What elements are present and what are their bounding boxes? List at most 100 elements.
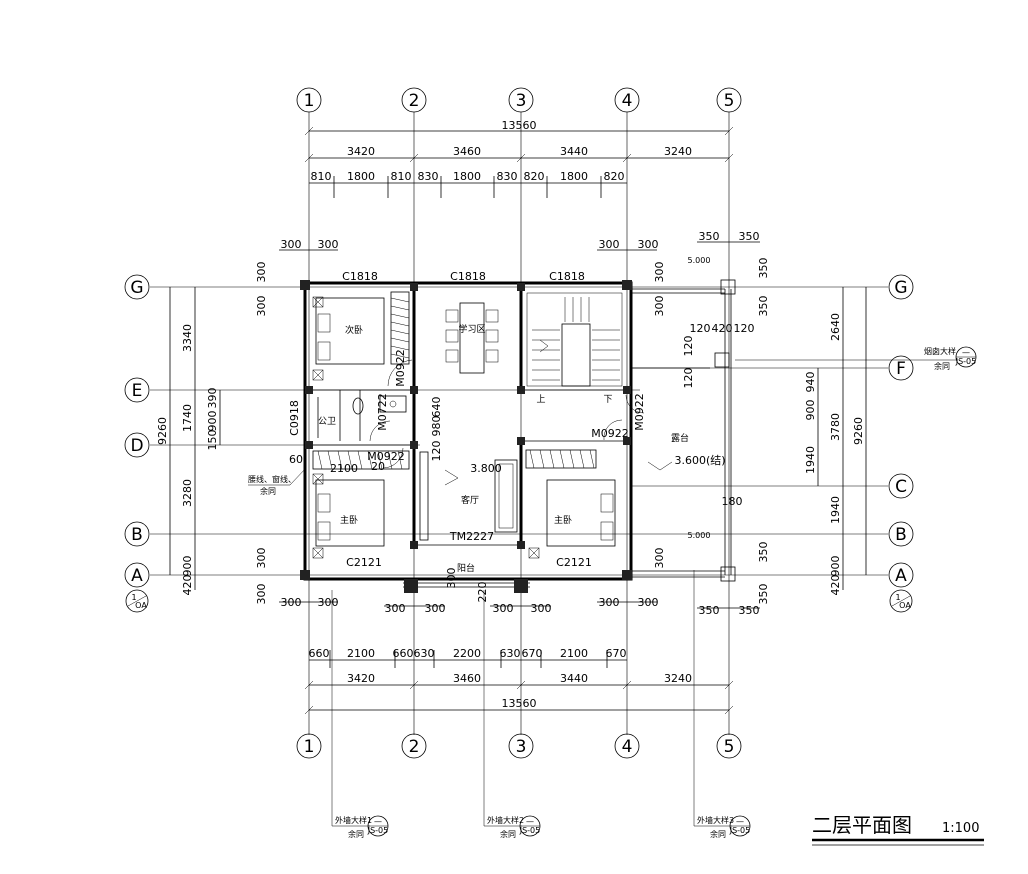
svg-text:OA: OA bbox=[899, 601, 911, 610]
svg-text:—: — bbox=[526, 817, 534, 826]
svg-text:420: 420 bbox=[829, 575, 842, 596]
svg-text:1800: 1800 bbox=[347, 170, 375, 183]
svg-text:300: 300 bbox=[653, 296, 666, 317]
svg-text:3340: 3340 bbox=[181, 324, 194, 352]
svg-text:900: 900 bbox=[804, 400, 817, 421]
svg-text:1: 1 bbox=[304, 737, 315, 757]
svg-text:主卧: 主卧 bbox=[340, 514, 358, 526]
svg-text:C1818: C1818 bbox=[549, 270, 585, 283]
svg-text:300: 300 bbox=[653, 548, 666, 569]
svg-text:900: 900 bbox=[181, 556, 194, 577]
axis-bubble-4-top: 4 bbox=[614, 87, 640, 113]
svg-text:1940: 1940 bbox=[804, 446, 817, 474]
svg-text:3440: 3440 bbox=[560, 672, 588, 685]
svg-text:M0922: M0922 bbox=[367, 450, 405, 463]
svg-text:—: — bbox=[374, 817, 382, 826]
svg-text:670: 670 bbox=[606, 647, 627, 660]
axis-bubble-B-right: B bbox=[888, 521, 914, 547]
svg-text:1800: 1800 bbox=[560, 170, 588, 183]
svg-text:660: 660 bbox=[309, 647, 330, 660]
room-secondary-bedroom: 次卧 bbox=[312, 291, 410, 381]
svg-text:余同: 余同 bbox=[710, 829, 726, 839]
svg-text:420: 420 bbox=[712, 322, 733, 335]
svg-text:300: 300 bbox=[531, 602, 552, 615]
svg-text:1940: 1940 bbox=[829, 496, 842, 524]
note-wall-detail-2: 外墙大样2 余同 — JS-05 bbox=[483, 590, 541, 839]
svg-text:3.800: 3.800 bbox=[470, 462, 502, 475]
svg-text:3440: 3440 bbox=[560, 145, 588, 158]
drawing-annotations: C1818 C1818 C1818 M0922 M0722 C0918 M092… bbox=[288, 256, 755, 574]
svg-text:学习区: 学习区 bbox=[458, 323, 485, 335]
svg-text:OA: OA bbox=[135, 601, 147, 610]
svg-text:M0922: M0922 bbox=[633, 393, 646, 431]
svg-text:13560: 13560 bbox=[502, 119, 537, 132]
svg-text:9260: 9260 bbox=[852, 417, 865, 445]
svg-text:外墙大样1: 外墙大样1 bbox=[335, 815, 372, 825]
svg-text:客厅: 客厅 bbox=[461, 494, 479, 506]
axis-bubble-1-top: 1 bbox=[296, 87, 322, 113]
svg-text:5.000: 5.000 bbox=[688, 256, 711, 265]
svg-text:M0922: M0922 bbox=[591, 427, 629, 440]
svg-text:350: 350 bbox=[739, 604, 760, 617]
axis-bubble-1-bottom: 1 bbox=[296, 733, 322, 759]
room-master-bedroom-left: 主卧 bbox=[312, 450, 410, 559]
svg-text:300: 300 bbox=[599, 238, 620, 251]
note-wall-detail-1: 外墙大样1 余同 — JS-05 bbox=[331, 590, 389, 839]
svg-text:JS-05: JS-05 bbox=[367, 826, 389, 835]
svg-text:300: 300 bbox=[255, 548, 268, 569]
svg-text:4: 4 bbox=[622, 91, 633, 111]
svg-text:3420: 3420 bbox=[347, 672, 375, 685]
svg-text:300: 300 bbox=[281, 238, 302, 251]
svg-text:1800: 1800 bbox=[453, 170, 481, 183]
svg-text:390: 390 bbox=[206, 388, 219, 409]
svg-text:300: 300 bbox=[318, 238, 339, 251]
section-mark-left: 1 OA bbox=[125, 589, 149, 613]
axis-bubble-2-top: 2 bbox=[401, 87, 427, 113]
svg-text:2: 2 bbox=[409, 737, 420, 757]
svg-text:350: 350 bbox=[699, 230, 720, 243]
svg-text:外墙大样3: 外墙大样3 bbox=[697, 815, 734, 825]
svg-text:阳台: 阳台 bbox=[457, 562, 475, 574]
svg-text:3240: 3240 bbox=[664, 145, 692, 158]
svg-text:A: A bbox=[895, 566, 907, 586]
svg-text:120: 120 bbox=[682, 368, 695, 389]
svg-text:1: 1 bbox=[304, 91, 315, 111]
room-study-area: 学习区 bbox=[445, 302, 499, 374]
svg-text:2640: 2640 bbox=[829, 313, 842, 341]
svg-text:5: 5 bbox=[724, 91, 735, 111]
svg-text:900: 900 bbox=[206, 411, 219, 432]
svg-text:420: 420 bbox=[181, 575, 194, 596]
svg-text:M0922: M0922 bbox=[394, 349, 407, 387]
svg-text:C1818: C1818 bbox=[342, 270, 378, 283]
svg-text:820: 820 bbox=[604, 170, 625, 183]
room-bathroom: 公卫 bbox=[317, 395, 407, 438]
room-master-bedroom-right: 主卧 bbox=[525, 449, 616, 559]
svg-text:350: 350 bbox=[757, 542, 770, 563]
svg-text:2100: 2100 bbox=[330, 462, 358, 475]
svg-text:外墙大样2: 外墙大样2 bbox=[487, 815, 524, 825]
grid-lines bbox=[150, 112, 888, 735]
svg-text:G: G bbox=[894, 278, 907, 298]
svg-text:余同: 余同 bbox=[934, 361, 950, 371]
svg-text:2: 2 bbox=[409, 91, 420, 111]
svg-text:810: 810 bbox=[391, 170, 412, 183]
svg-text:1: 1 bbox=[895, 593, 900, 602]
section-mark-right: 1 OA bbox=[889, 589, 913, 613]
svg-text:9260: 9260 bbox=[156, 417, 169, 445]
svg-text:670: 670 bbox=[522, 647, 543, 660]
svg-text:C1818: C1818 bbox=[450, 270, 486, 283]
svg-text:下: 下 bbox=[603, 395, 612, 405]
dimensions-top: 13560 3420 3460 3440 3240 810 1800 810 8… bbox=[304, 119, 734, 198]
axis-bubble-G-right: G bbox=[888, 274, 914, 300]
drawing-title: 二层平面图 1:100 bbox=[812, 813, 984, 846]
svg-text:20: 20 bbox=[371, 460, 385, 473]
svg-text:C0918: C0918 bbox=[288, 400, 301, 436]
svg-text:300: 300 bbox=[638, 596, 659, 609]
svg-text:—: — bbox=[736, 817, 744, 826]
svg-text:次卧: 次卧 bbox=[345, 324, 363, 336]
svg-text:—: — bbox=[962, 348, 970, 357]
note-wall-detail-3: 外墙大样3 余同 — JS-05 bbox=[693, 570, 751, 839]
note-chimney-detail: 烟囱大样 余同 — JS-05 bbox=[735, 346, 977, 371]
svg-text:3: 3 bbox=[516, 737, 527, 757]
